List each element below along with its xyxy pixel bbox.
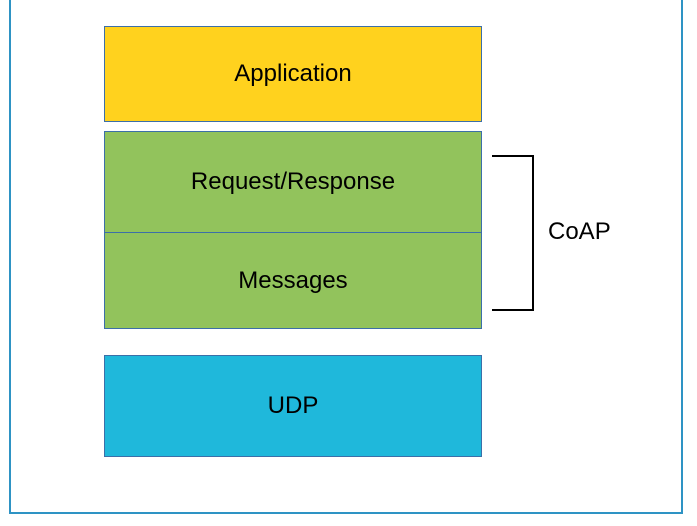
layer-label-application: Application (234, 60, 352, 87)
layer-label-udp: UDP (267, 392, 319, 419)
layer-box-messages[interactable]: Messages (104, 232, 482, 329)
layer-label-messages: Messages (238, 266, 348, 294)
layer-label-request-response: Request/Response (190, 168, 396, 195)
coap-grouping-label: CoAP (548, 218, 611, 245)
coap-grouping-bracket (492, 155, 534, 311)
layer-box-udp[interactable]: UDP (104, 355, 482, 457)
layer-box-request-response[interactable]: Request/Response (104, 131, 482, 232)
layer-box-application[interactable]: Application (104, 26, 482, 122)
